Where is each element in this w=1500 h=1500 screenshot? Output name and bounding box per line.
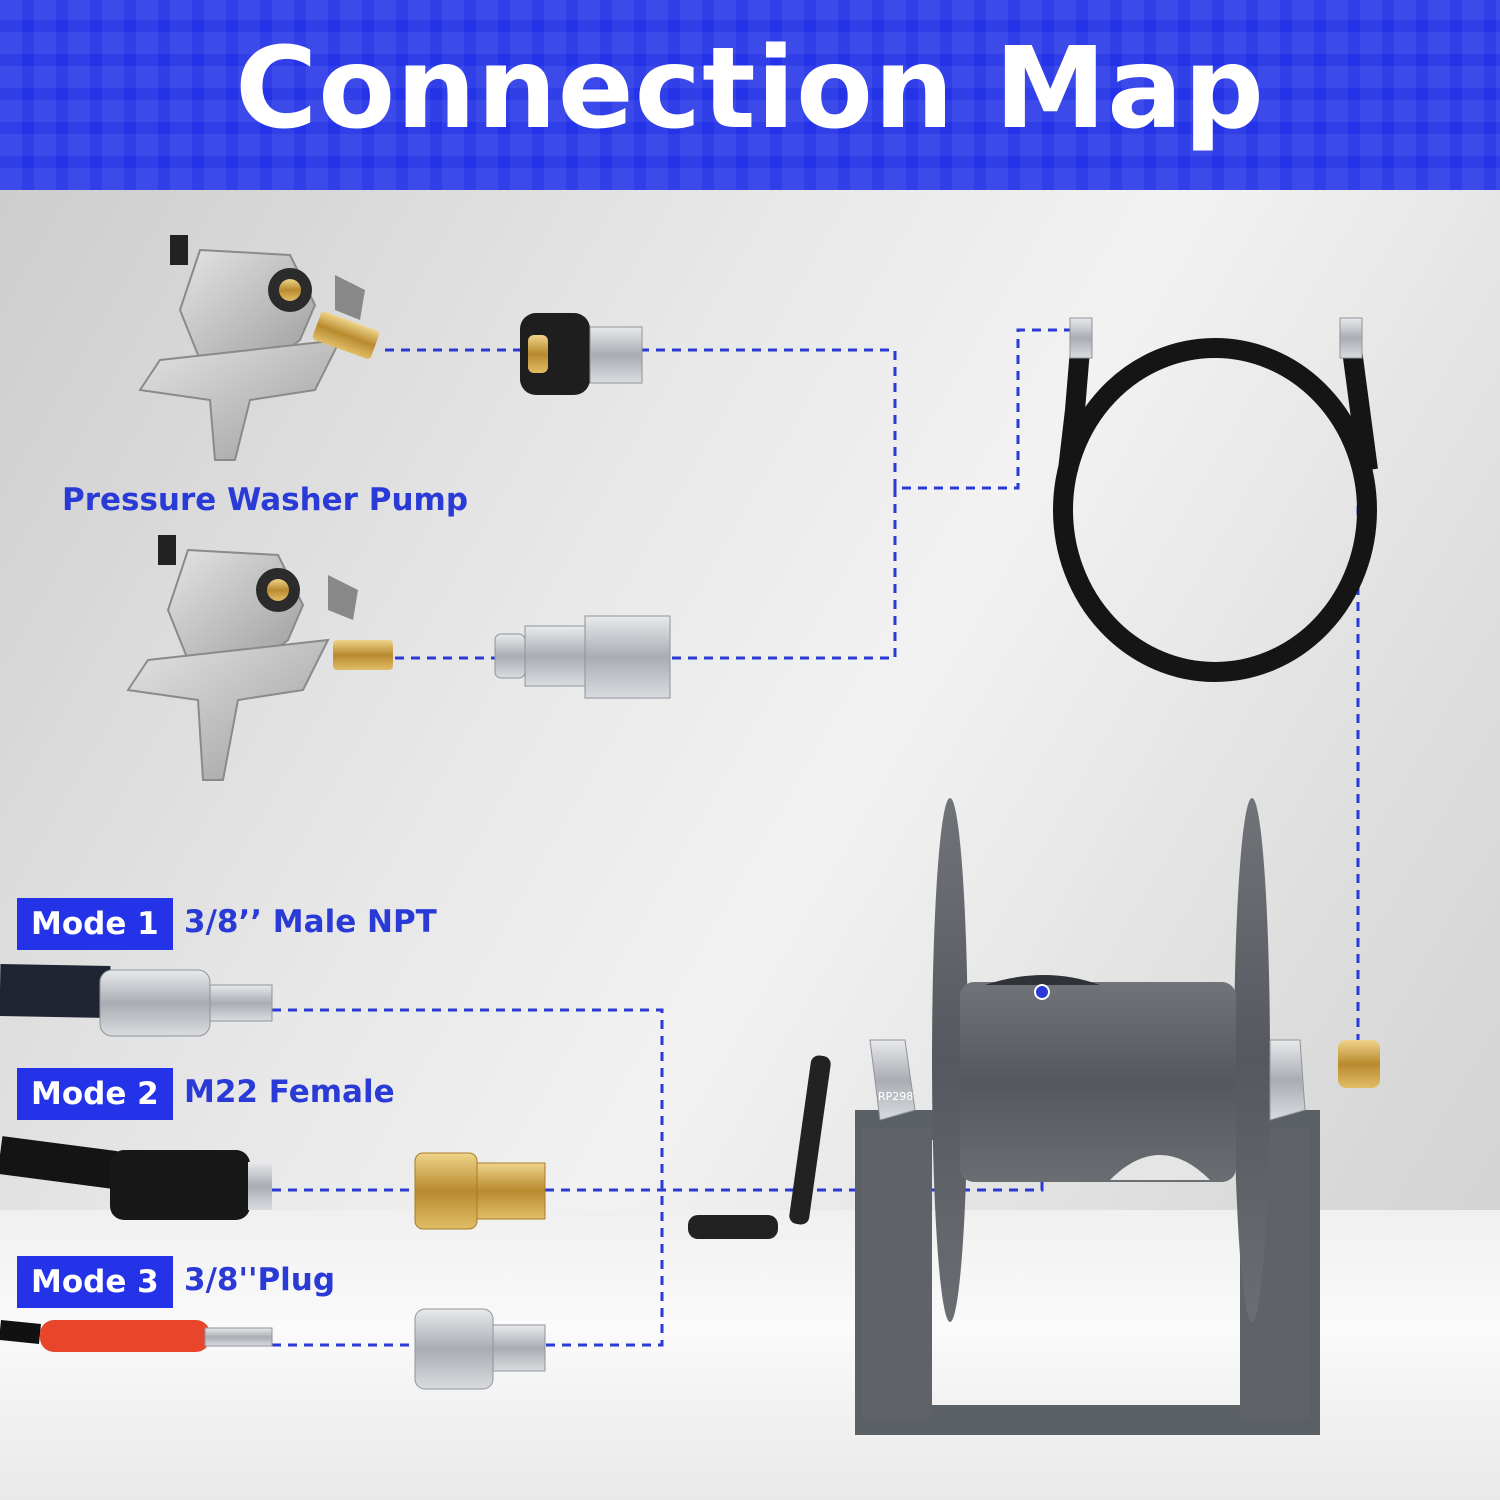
stainless-coupler-fitting: [414, 1308, 546, 1390]
pressure-washer-pump-2: [126, 535, 393, 781]
line-pump1-to-hose: [385, 328, 1078, 490]
header-banner: Connection Map: [0, 0, 1500, 190]
coiled-high-pressure-hose: [1053, 317, 1378, 682]
mode3-hose-end: [0, 1320, 273, 1352]
mode2-badge: Mode 2: [17, 1068, 173, 1120]
page-title: Connection Map: [235, 24, 1265, 154]
mode2-hose-end: [0, 1136, 272, 1220]
mode1-label: 3/8’’ Male NPT: [184, 904, 437, 940]
brass-adapter-fitting: [414, 1152, 546, 1230]
mode1-badge: Mode 1: [17, 898, 173, 950]
m22-coupler-fitting: [520, 313, 643, 395]
line-pump2-to-hose: [395, 488, 897, 660]
mode3-badge: Mode 3: [17, 1256, 173, 1308]
pump-label: Pressure Washer Pump: [62, 482, 469, 518]
pressure-washer-pump-1: [138, 235, 380, 461]
mode1-hose-end: [0, 964, 273, 1037]
hose-reel: [688, 798, 1380, 1435]
line-mode1: [272, 1008, 664, 1347]
mode2-label: M22 Female: [184, 1074, 395, 1110]
quick-connect-plug-fitting: [494, 615, 671, 699]
reel-model-label: RP298: [878, 1090, 914, 1103]
mode3-label: 3/8''Plug: [184, 1262, 336, 1298]
